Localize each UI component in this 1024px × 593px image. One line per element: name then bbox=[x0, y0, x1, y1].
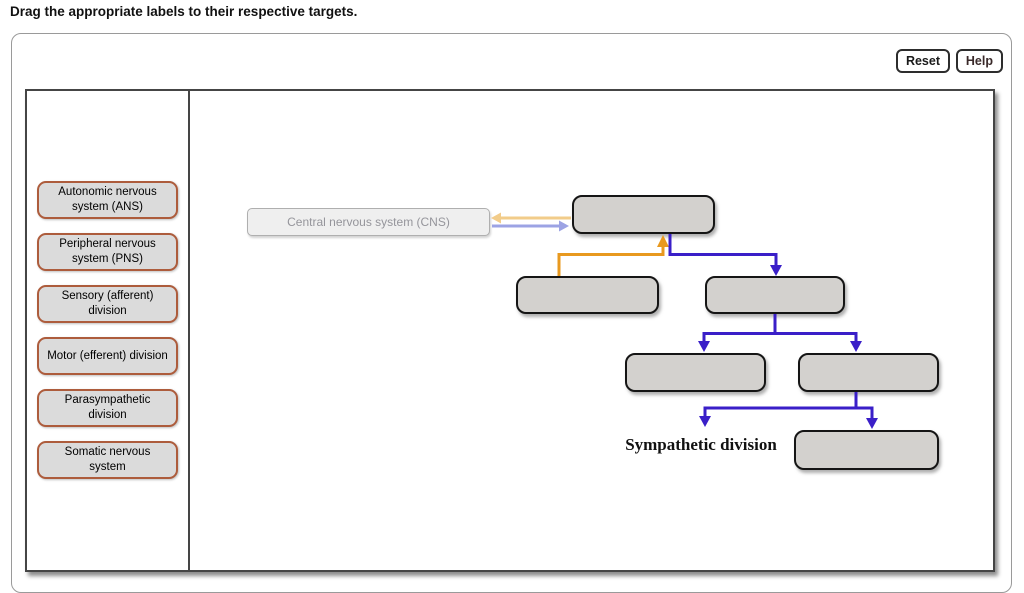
efferent-arrow-tree-2 bbox=[699, 392, 878, 429]
afferent-arrow-faded bbox=[491, 212, 571, 224]
drag-label-sensory[interactable]: Sensory (afferent) division bbox=[37, 285, 178, 323]
help-button[interactable]: Help bbox=[955, 49, 1003, 73]
cns-box: Central nervous system (CNS) bbox=[247, 208, 490, 236]
drop-target-5[interactable] bbox=[798, 353, 939, 392]
drop-target-2[interactable] bbox=[516, 276, 659, 314]
drag-label-motor[interactable]: Motor (efferent) division bbox=[37, 337, 178, 375]
exercise-panel: Autonomic nervous system (ANS) Periphera… bbox=[25, 89, 995, 572]
page-title: Drag the appropriate labels to their res… bbox=[10, 4, 358, 19]
efferent-arrow-tree-1 bbox=[698, 314, 862, 352]
efferent-arrow-1 bbox=[668, 234, 782, 276]
afferent-arrow bbox=[557, 235, 669, 276]
placed-label-sympathetic: Sympathetic division bbox=[625, 435, 777, 454]
efferent-arrow-faded bbox=[492, 220, 569, 232]
drag-label-somatic[interactable]: Somatic nervous system bbox=[37, 441, 178, 479]
drop-target-3[interactable] bbox=[705, 276, 845, 314]
drop-target-6[interactable] bbox=[794, 430, 939, 470]
connector-arrows bbox=[491, 212, 878, 429]
drag-label-parasympathetic[interactable]: Parasympathetic division bbox=[37, 389, 178, 427]
activity-panel: Reset Help Autonomic nervous system (ANS… bbox=[11, 33, 1012, 593]
reset-button[interactable]: Reset bbox=[895, 49, 950, 73]
label-tray: Autonomic nervous system (ANS) Periphera… bbox=[27, 91, 190, 570]
drop-target-1[interactable] bbox=[572, 195, 715, 234]
diagram-area: Central nervous system (CNS) Sympathetic… bbox=[190, 91, 993, 570]
drag-label-ans[interactable]: Autonomic nervous system (ANS) bbox=[37, 181, 178, 219]
drag-label-pns[interactable]: Peripheral nervous system (PNS) bbox=[37, 233, 178, 271]
drop-target-4[interactable] bbox=[625, 353, 766, 392]
